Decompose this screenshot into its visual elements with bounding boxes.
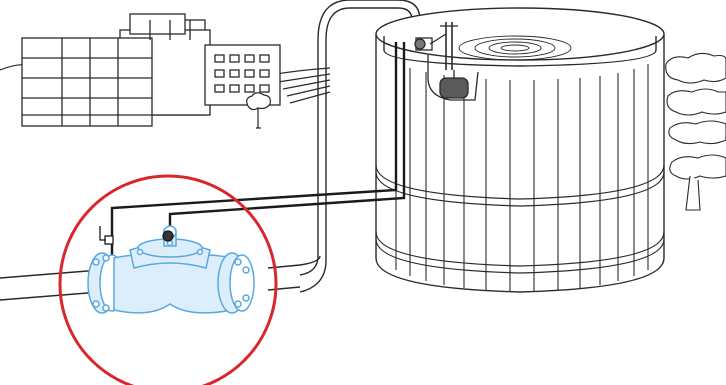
- buildings: [22, 14, 280, 126]
- trees-right: [666, 53, 726, 210]
- tree-small: [247, 93, 271, 128]
